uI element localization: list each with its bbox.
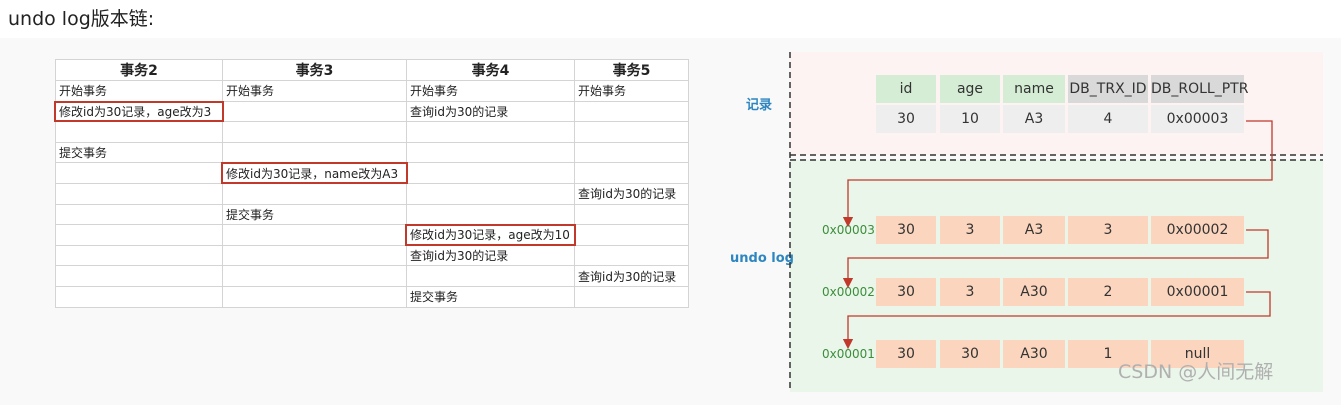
undo-entry-cell: 0x00002 xyxy=(1151,216,1244,244)
record-value-cell: 30 xyxy=(876,105,936,133)
record-column-header: DB_TRX_ID xyxy=(1068,75,1148,103)
transaction-timeline-table: 事务2 事务3 事务4 事务5 开始事务开始事务开始事务开始事务修改id为30记… xyxy=(54,59,689,308)
undo-entry-cell: null xyxy=(1151,340,1244,368)
page-heading: undo log版本链: xyxy=(8,8,155,30)
table-cell: 提交事务 xyxy=(406,285,575,308)
table-row: 提交事务 xyxy=(55,285,689,308)
table-row: 修改id为30记录，age改为3 查询id为30的记录 xyxy=(54,100,689,123)
record-column-header: name xyxy=(1003,75,1065,103)
undo-entry-cell: A30 xyxy=(1003,340,1065,368)
record-panel xyxy=(790,52,1323,155)
record-column-header: DB_ROLL_PTR xyxy=(1151,75,1248,103)
undo-entry-address: 0x00001 xyxy=(822,347,875,361)
undo-entry-cell: 3 xyxy=(1068,216,1148,244)
table-row: 查询id为30的记录 xyxy=(55,265,689,287)
col-header-tx5: 事务5 xyxy=(574,59,689,81)
undo-entry-cell: 30 xyxy=(876,216,936,244)
table-row xyxy=(55,121,689,143)
undo-entry-cell: 2 xyxy=(1068,278,1148,306)
record-column-header: age xyxy=(940,75,1000,103)
record-value-cell: A3 xyxy=(1003,105,1065,133)
highlighted-modify-cell: 修改id为30记录，name改为A3 xyxy=(221,162,408,184)
highlighted-modify-cell: 修改id为30记录，age改为3 xyxy=(54,100,224,123)
undo-entry-cell: 0x00001 xyxy=(1151,278,1244,306)
undo-entry-address: 0x00003 xyxy=(822,223,875,237)
csdn-watermark: CSDN @人间无解 xyxy=(1118,361,1274,383)
record-value-cell: 10 xyxy=(940,105,1000,133)
highlight-box xyxy=(221,162,408,184)
record-column-header: id xyxy=(876,75,936,103)
record-value-cell: 4 xyxy=(1068,105,1148,133)
table-row: 修改id为30记录，name改为A3 xyxy=(55,162,689,184)
table-row: 修改id为30记录，age改为10 xyxy=(55,224,689,246)
undo-log-label: undo log xyxy=(730,251,794,266)
highlighted-modify-cell: 修改id为30记录，age改为10 xyxy=(405,224,576,246)
undo-entry-address: 0x00002 xyxy=(822,285,875,299)
table-cell: 开始事务 xyxy=(222,80,407,102)
col-header-tx3: 事务3 xyxy=(222,59,407,81)
undo-entry-cell: 30 xyxy=(876,278,936,306)
highlight-box xyxy=(405,224,576,246)
roll-ptr-arrow-record xyxy=(842,120,1273,228)
roll-ptr-arrow-undo-1 xyxy=(842,229,1269,289)
roll-ptr-arrow-undo-2 xyxy=(842,291,1271,350)
undo-entry-cell: 30 xyxy=(876,340,936,368)
record-value-cell: 0x00003 xyxy=(1151,105,1244,133)
highlight-box xyxy=(54,100,224,123)
table-row: 提交事务 xyxy=(55,203,689,226)
table-cell xyxy=(574,285,689,308)
table-row: 开始事务开始事务开始事务开始事务 xyxy=(55,80,689,102)
col-header-tx2: 事务2 xyxy=(55,59,223,81)
undo-entry-cell: 1 xyxy=(1068,340,1148,368)
table-cell: 查询id为30的记录 xyxy=(406,100,575,123)
undo-entry-cell: 3 xyxy=(940,216,1000,244)
undo-entry-cell: 3 xyxy=(940,278,1000,306)
record-label: 记录 xyxy=(746,98,773,113)
undo-entry-cell: A3 xyxy=(1003,216,1065,244)
table-header-row: 事务2 事务3 事务4 事务5 xyxy=(55,59,689,81)
undo-entry-cell: A30 xyxy=(1003,278,1065,306)
undo-entry-cell: 30 xyxy=(940,340,1000,368)
